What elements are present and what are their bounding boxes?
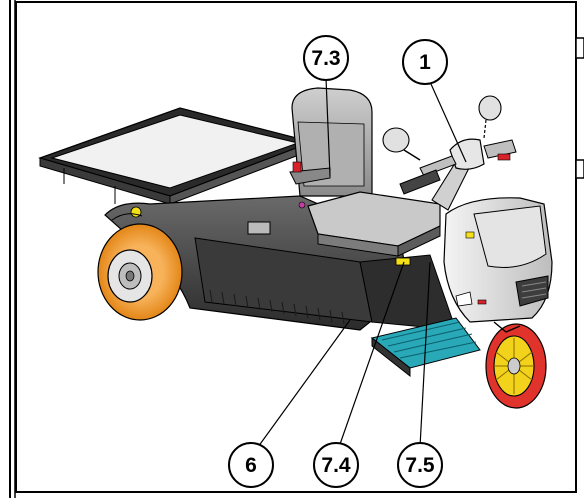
callout-label: 6 <box>245 454 257 477</box>
callout-circle <box>397 442 443 488</box>
callout-circle <box>402 39 448 85</box>
front-fairing <box>443 197 553 323</box>
callout-7-3: 7.3 <box>303 35 349 81</box>
callout-7-5: 7.5 <box>397 442 443 488</box>
frame-tab-top <box>575 37 584 59</box>
callout-label: 7.4 <box>321 454 351 477</box>
front-wheel <box>485 321 547 409</box>
callout-7-4: 7.4 <box>313 442 359 488</box>
seat <box>289 87 441 266</box>
cargo-platform <box>38 107 314 205</box>
callout-6: 6 <box>228 442 274 488</box>
callout-circle <box>313 442 359 488</box>
callout-label: 1 <box>419 51 431 74</box>
tiller-handlebar <box>382 95 517 211</box>
callout-label: 7.5 <box>405 454 435 477</box>
rear-wheel <box>97 206 183 321</box>
callout-leaders <box>257 77 467 448</box>
callout-circle <box>228 442 274 488</box>
frame-border <box>15 1 577 493</box>
callout-1: 1 <box>402 39 448 85</box>
callout-label: 7.3 <box>311 47 340 70</box>
callout-circle <box>303 35 349 81</box>
frame-tab-mid <box>575 159 584 179</box>
